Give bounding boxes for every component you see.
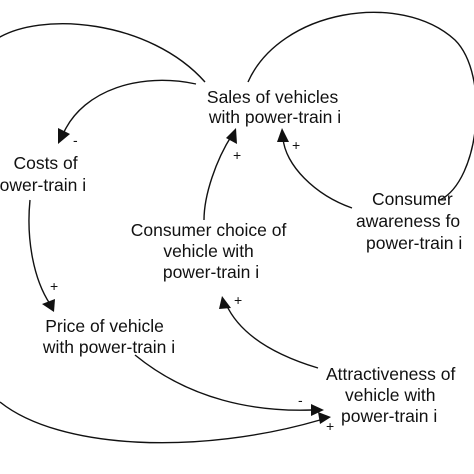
loop-link-sales-left (0, 23, 206, 83)
node-awareness: Consumer awareness fo power-train i (356, 189, 465, 253)
polarity-loop-to-attract: + (326, 418, 334, 434)
arrowhead-sales-from-awareness (277, 128, 289, 142)
node-choice-line-1: Consumer choice of (131, 220, 287, 240)
node-choice-line-3: power-train i (163, 262, 259, 282)
arrowhead-price (42, 299, 55, 312)
polarity-choice-to-sales: + (233, 147, 241, 163)
node-attract-line-2: vehicle with (345, 385, 435, 405)
node-attract-line-3: power-train i (341, 406, 437, 426)
node-choice: Consumer choice of vehicle with power-tr… (131, 220, 292, 282)
arrowhead-sales-from-choice (226, 128, 237, 144)
node-sales-line-2: with power-train i (208, 107, 341, 127)
node-awareness-line-1: Consumer (372, 189, 453, 209)
node-price-line-2: with power-train i (42, 337, 175, 357)
link-awareness-to-sales (282, 137, 353, 209)
node-price-line-1: Price of vehicle (45, 316, 164, 336)
node-price: Price of vehicle with power-train i (42, 316, 175, 357)
arrowhead-attract-from-price (311, 404, 324, 416)
node-attract: Attractiveness of vehicle with power-tra… (326, 364, 460, 426)
link-sales-to-costs (63, 79, 197, 133)
node-attract-line-1: Attractiveness of (326, 364, 455, 384)
node-awareness-line-2: awareness fo (356, 211, 460, 231)
loop-link-bottom-to-attract (0, 401, 321, 444)
node-costs: Costs of power-train i (0, 153, 86, 195)
link-choice-to-sales (203, 134, 233, 221)
node-costs-line-2: power-train i (0, 175, 86, 195)
polarity-price-to-attract: - (298, 392, 303, 408)
node-awareness-line-3: power-train i (366, 233, 462, 253)
polarity-attract-to-choice: + (234, 292, 242, 308)
link-attract-to-choice (225, 303, 319, 369)
polarity-costs-to-price: + (50, 278, 58, 294)
node-sales: Sales of vehicles with power-train i (207, 87, 343, 127)
link-costs-to-price (28, 199, 51, 305)
polarity-awareness-to-sales: + (292, 137, 300, 153)
polarity-sales-to-costs: - (73, 132, 78, 148)
node-costs-line-1: Costs of (13, 153, 77, 173)
arrowhead-choice (219, 296, 231, 309)
arrowhead-costs (58, 128, 70, 144)
arrowhead-attract-from-loop (318, 412, 331, 424)
node-choice-line-2: vehicle with (163, 241, 253, 261)
loop-link-awareness-top (247, 11, 474, 201)
node-sales-line-1: Sales of vehicles (207, 87, 339, 107)
link-price-to-attract (134, 354, 313, 411)
